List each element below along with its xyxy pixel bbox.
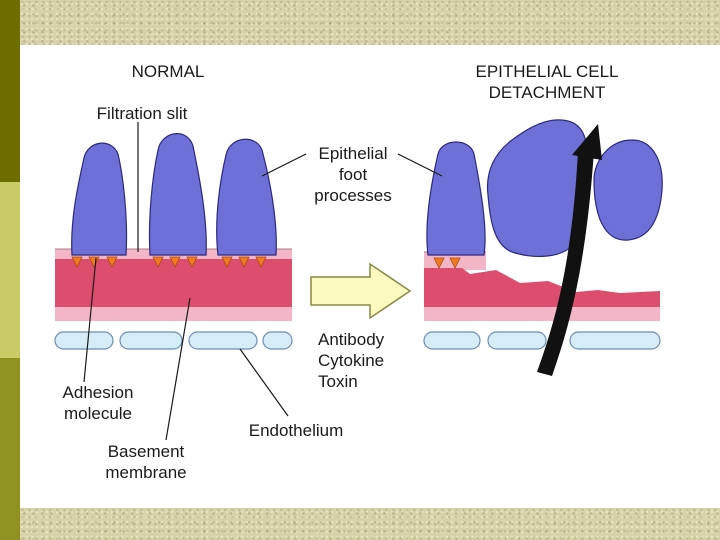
slide-left-bar-dark	[0, 0, 20, 182]
adhesion-molecule	[255, 256, 267, 268]
foot-process-cell	[216, 138, 277, 256]
label-cytokine: Cytokine	[318, 351, 384, 370]
endothelium-normal	[54, 331, 293, 350]
leader-lines-normal	[83, 122, 307, 441]
label-epithelial-line2: foot	[339, 165, 368, 184]
label-antibody: Antibody	[318, 330, 385, 349]
basement-membrane-lower-layer	[55, 307, 292, 321]
epithelial-foot-processes-normal	[71, 133, 277, 256]
adhesion-molecules-normal	[71, 256, 267, 268]
injury-path-arrowhead	[572, 124, 602, 160]
basement-membrane-lower-layer-damaged	[424, 307, 660, 321]
label-basement-line2: membrane	[105, 463, 186, 482]
normal-panel	[54, 122, 307, 441]
basement-membrane-dense-layer-damaged	[424, 268, 660, 308]
slide-top-texture-band	[0, 0, 720, 45]
adhesion-molecule	[71, 256, 83, 268]
endothelial-cell	[119, 331, 183, 350]
slide-left-bar-mid	[0, 358, 20, 540]
adhesion-molecule	[433, 257, 445, 269]
endothelium-damaged	[423, 331, 661, 350]
adhesion-molecules-damaged	[433, 257, 461, 269]
epithelial-leader-damaged	[397, 153, 443, 177]
attached-foot-process	[426, 141, 486, 256]
detached-epithelial-cell-small	[593, 139, 663, 241]
foot-process-cell	[71, 142, 128, 256]
endothelium-leader	[239, 348, 289, 417]
label-endothelium: Endothelium	[249, 421, 344, 440]
basement-membrane-leader	[165, 297, 191, 441]
detachment-panel	[397, 119, 663, 376]
adhesion-molecule-leader	[83, 257, 97, 383]
foot-process-cell	[148, 133, 207, 256]
label-filtration-slit: Filtration slit	[97, 104, 188, 123]
epithelial-cells-detaching	[426, 119, 663, 258]
label-adhesion-line2: molecule	[64, 404, 132, 423]
endothelial-cell	[569, 331, 661, 350]
epithelial-leader-normal	[261, 153, 307, 177]
adhesion-molecule	[106, 256, 118, 268]
adhesion-molecule	[169, 256, 181, 268]
transition-arrow	[310, 262, 412, 320]
label-toxin: Toxin	[318, 372, 358, 391]
endothelial-cell	[487, 331, 547, 350]
label-epithelial-line3: processes	[314, 186, 391, 205]
title-detachment-line2: DETACHMENT	[489, 83, 606, 102]
title-detachment-line1: EPITHELIAL CELL	[476, 62, 619, 81]
endothelial-cell	[423, 331, 481, 350]
endothelial-cell	[262, 331, 293, 350]
adhesion-molecule	[449, 257, 461, 269]
basement-membrane-dense-layer	[55, 259, 292, 307]
adhesion-molecule	[186, 256, 198, 268]
adhesion-molecule	[88, 256, 100, 268]
label-adhesion-line1: Adhesion	[63, 383, 134, 402]
label-basement-line1: Basement	[108, 442, 185, 461]
endothelial-cell	[188, 331, 258, 350]
injury-path-arrow-shaft	[537, 146, 594, 376]
adhesion-molecule	[238, 256, 250, 268]
adhesion-molecule	[152, 256, 164, 268]
title-normal: NORMAL	[132, 62, 205, 81]
label-epithelial-line1: Epithelial	[319, 144, 388, 163]
endothelial-cell	[54, 331, 114, 350]
slide-bottom-texture-band	[0, 508, 720, 540]
adhesion-molecule	[221, 256, 233, 268]
slide-left-bar-light	[0, 182, 20, 358]
